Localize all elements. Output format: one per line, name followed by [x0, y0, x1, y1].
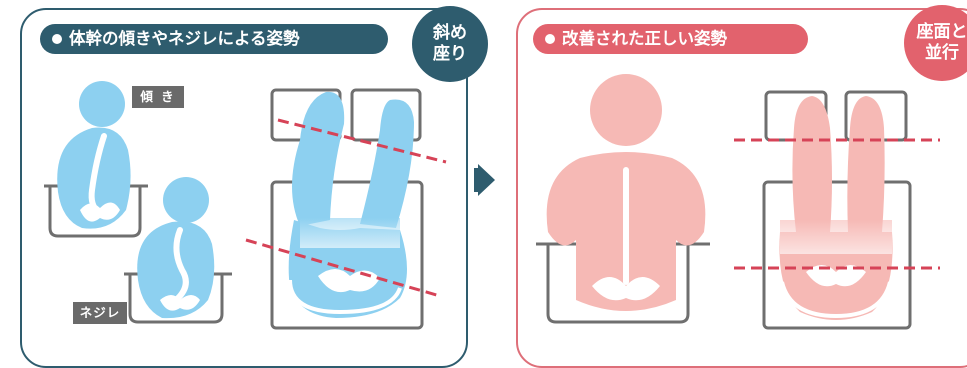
tilt-guide-line [277, 118, 447, 164]
twist-figure [124, 177, 232, 324]
top-view-good [734, 90, 940, 330]
twist-label: ネジレ [73, 302, 127, 324]
bad-posture-title: 体幹の傾きやネジレによる姿勢 [40, 24, 388, 54]
parallel-seating-badge: 座面と 並行 [904, 5, 967, 81]
good-posture-title: 改善された正しい姿勢 [533, 24, 808, 54]
tilt-figure [44, 81, 148, 238]
top-view-bad [245, 88, 447, 330]
pelvis-shape [160, 295, 200, 311]
spine-line [173, 227, 189, 303]
diagonal-seating-badge: 斜め 座り [412, 6, 488, 82]
posture-illustrations [44, 74, 940, 330]
torso-shape [137, 221, 215, 319]
arrow-right-icon [478, 164, 495, 196]
correct-figure [536, 74, 710, 324]
head-shape [163, 177, 209, 223]
head-shape [590, 74, 662, 146]
bullet-icon [545, 34, 555, 44]
pelvis-shape [80, 202, 120, 222]
head-shape [79, 81, 125, 127]
tilt-label: 傾 き [132, 86, 184, 108]
bullet-icon [52, 34, 62, 44]
pelvis-shape [592, 277, 660, 301]
